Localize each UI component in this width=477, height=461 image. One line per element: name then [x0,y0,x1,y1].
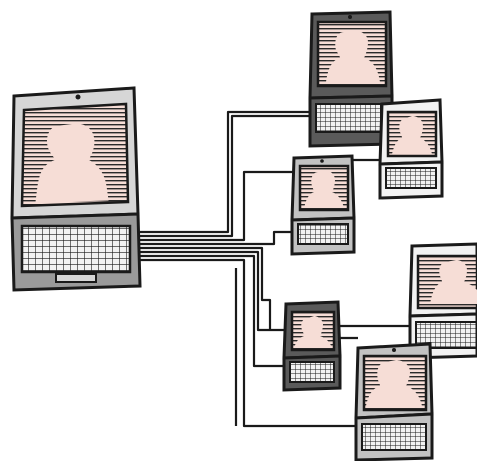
laptop-top-right-white [380,100,442,198]
webcam-icon [392,348,396,352]
webcam-icon [348,15,352,19]
main-laptop-keyboard [22,226,130,272]
webcam-icon [320,159,324,163]
laptop-middle-grey [292,156,354,254]
main-laptop [12,88,140,290]
webcam-icon [76,95,81,100]
main-laptop-trackpad [56,274,96,282]
laptop-bottom-right-grey [356,344,432,460]
laptop-right-white [410,244,477,358]
laptop-top-dark [310,12,392,146]
laptop-bottom-dark [284,302,340,390]
